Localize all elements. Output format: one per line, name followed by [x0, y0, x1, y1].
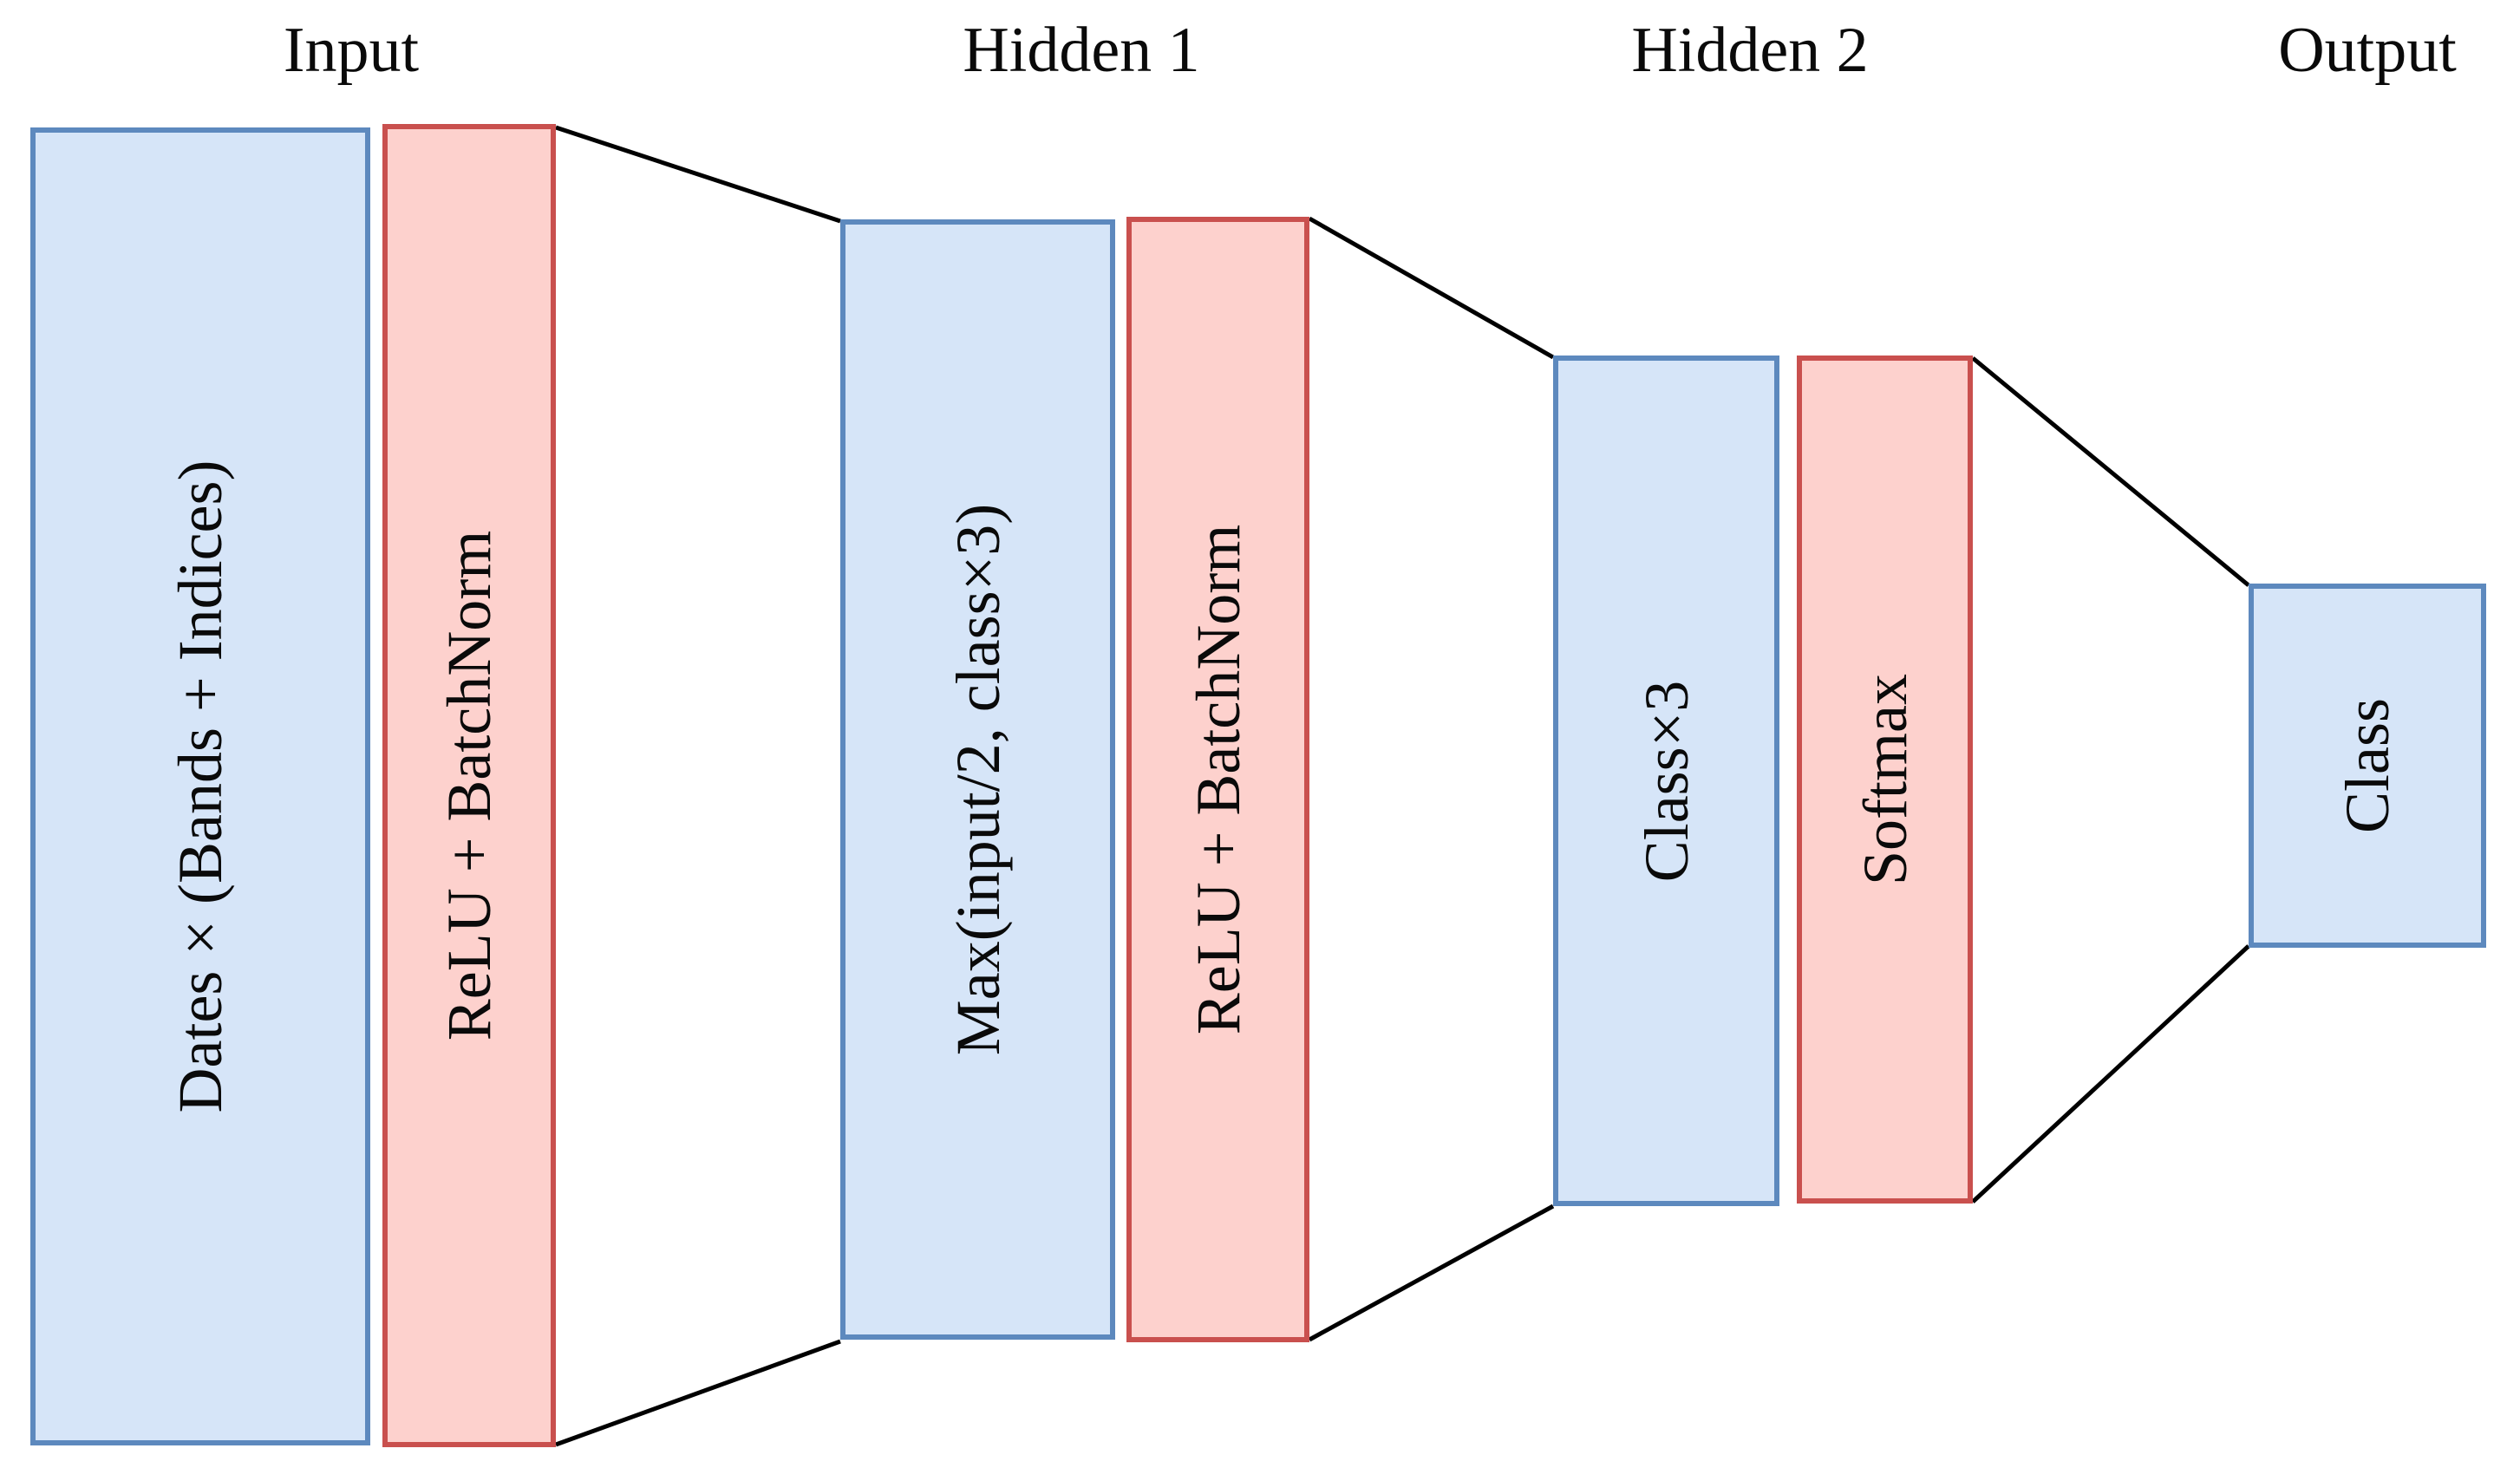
connector-bottom-hidden1-hidden2 [1308, 1204, 1555, 1342]
connector-top-input-hidden1 [555, 125, 841, 224]
column-label-output: Output [2278, 15, 2457, 86]
output-layer-box: Class [2249, 584, 2486, 948]
hidden1-relu-batchnorm-box: ReLU + BatchNorm [1126, 217, 1309, 1342]
hidden2-layer-label: Class×3 [1631, 680, 1701, 882]
column-label-hidden2: Hidden 2 [1631, 15, 1869, 86]
hidden1-layer-box: Max(input/2, class×3) [840, 219, 1115, 1340]
input-layer-box: Dates × (Bands + Indices) [30, 127, 370, 1445]
hidden2-layer-box: Class×3 [1553, 356, 1779, 1206]
softmax-box: Softmax [1797, 356, 1973, 1204]
connector-bottom-input-hidden1 [555, 1339, 841, 1447]
input-relu-batchnorm-box: ReLU + BatchNorm [382, 124, 556, 1447]
connector-top-hidden1-hidden2 [1308, 216, 1555, 360]
connector-top-hidden2-output [1971, 356, 2250, 587]
connector-bottom-hidden2-output [1971, 944, 2250, 1204]
input-relu-batchnorm-label: ReLU + BatchNorm [434, 530, 504, 1041]
column-label-hidden1: Hidden 1 [963, 15, 1200, 86]
hidden1-layer-label: Max(input/2, class×3) [943, 503, 1013, 1056]
hidden1-relu-batchnorm-label: ReLU + BatchNorm [1183, 524, 1253, 1035]
input-layer-label: Dates × (Bands + Indices) [166, 460, 235, 1113]
softmax-label: Softmax [1850, 674, 1920, 885]
output-layer-label: Class [2333, 697, 2402, 834]
column-label-input: Input [283, 15, 420, 86]
